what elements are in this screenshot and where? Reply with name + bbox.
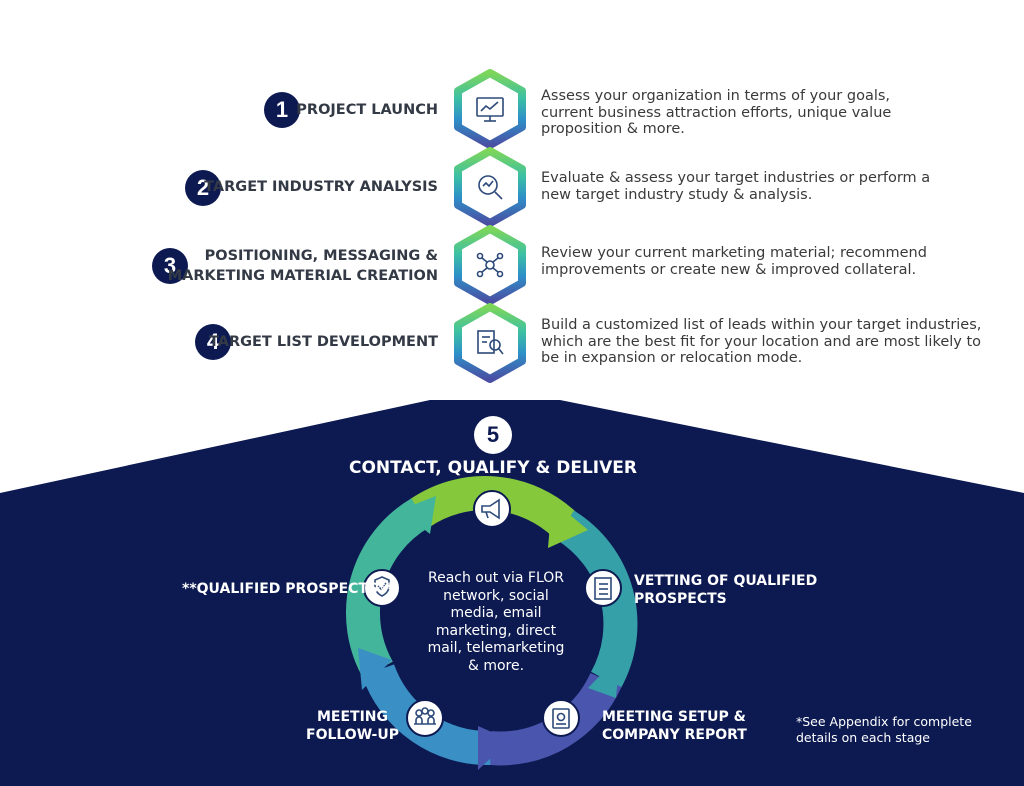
megaphone-icon bbox=[473, 490, 511, 528]
meeting-icon bbox=[406, 699, 444, 737]
shield-hands-icon bbox=[363, 569, 401, 607]
stage-number-2: 2 bbox=[185, 170, 221, 206]
monitor-chart-icon bbox=[476, 97, 504, 122]
stage5-title: CONTACT, QUALIFY & DELIVER bbox=[349, 458, 637, 478]
stage-number-4: 4 bbox=[195, 324, 231, 360]
stage-number-3: 3 bbox=[152, 248, 188, 284]
stage-description-1: Assess your organization in terms of you… bbox=[541, 88, 892, 137]
label-meeting-setup: MEETING SETUP &COMPANY REPORT bbox=[602, 709, 747, 743]
label-qualified-prospects: **QUALIFIED PROSPECTS** bbox=[182, 581, 393, 597]
checklist-icon bbox=[584, 569, 622, 607]
stage-title-4: TARGET LIST DEVELOPMENT bbox=[208, 334, 438, 350]
appendix-note: *See Appendix for complete details on ea… bbox=[796, 714, 972, 745]
magnifier-analysis-icon bbox=[478, 175, 503, 200]
stage-title-3: POSITIONING, MESSAGING &MARKETING MATERI… bbox=[167, 248, 438, 284]
stage-number-5: 5 bbox=[474, 416, 512, 454]
stage-description-2: Evaluate & assess your target industries… bbox=[541, 170, 931, 203]
list-search-icon bbox=[477, 330, 504, 355]
stage-description-4: Build a customized list of leads within … bbox=[541, 317, 982, 366]
helix-chain bbox=[454, 69, 526, 410]
navy-panel bbox=[0, 400, 1024, 786]
stage-title-2: TARGET INDUSTRY ANALYSIS bbox=[204, 179, 438, 195]
cycle-center-text: Reach out via FLOR network, social media… bbox=[427, 570, 565, 674]
report-icon bbox=[542, 699, 580, 737]
marketing-network-icon bbox=[476, 252, 504, 278]
stage-number-1: 1 bbox=[264, 92, 300, 128]
stage-description-3: Review your current marketing material; … bbox=[541, 245, 927, 278]
stage-title-1: PROJECT LAUNCH bbox=[296, 102, 438, 118]
